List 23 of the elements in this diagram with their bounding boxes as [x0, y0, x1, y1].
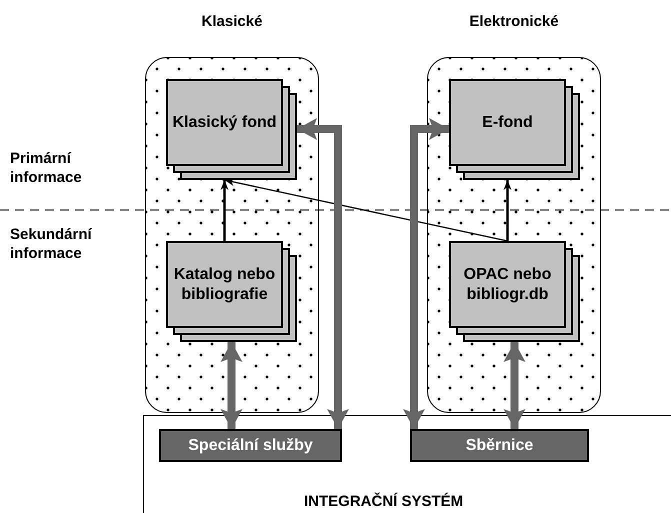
side-label: Sekundární informace	[10, 225, 93, 263]
node-text: E-fond	[482, 112, 533, 132]
document-stack	[166, 79, 297, 180]
arrow	[224, 178, 508, 242]
side-label: Primární informace	[10, 149, 83, 187]
document-stack	[449, 79, 580, 180]
column-heading: Klasické	[200, 13, 264, 30]
node-text: Katalog nebo bibliografie	[172, 264, 276, 304]
system-frame	[143, 415, 671, 513]
double-arrow	[297, 118, 349, 429]
node-text: Klasický fond	[172, 112, 277, 132]
module-bar: Sběrnice	[410, 429, 589, 462]
arrow	[220, 180, 228, 241]
system-title: INTEGRAČNÍ SYSTÉM	[304, 493, 464, 510]
double-arrow	[504, 342, 526, 429]
document-stack	[166, 241, 297, 342]
arrow	[504, 180, 512, 241]
column-heading: Elektronické	[468, 13, 560, 30]
node-text: OPAC nebo bibliogr.db	[462, 264, 552, 304]
document-stack	[449, 241, 580, 342]
double-arrow	[403, 118, 449, 429]
module-bar: Speciální služby	[159, 429, 342, 462]
double-arrow	[220, 342, 242, 429]
